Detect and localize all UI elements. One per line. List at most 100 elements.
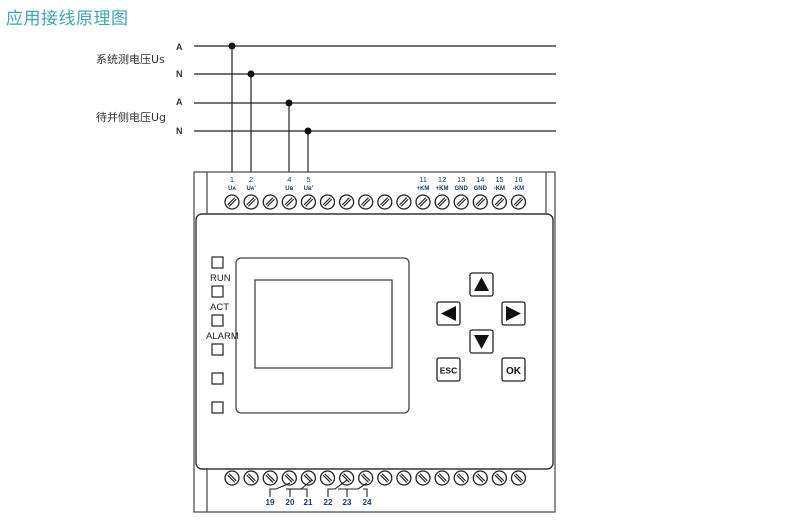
- screw-icon: [358, 470, 374, 486]
- terminal-top-8: [358, 194, 374, 210]
- screw-icon: [338, 470, 355, 486]
- terminal-bottom-1: [224, 470, 240, 486]
- terminal-function: Uʙ: [285, 186, 293, 192]
- led-indicator: [211, 401, 224, 414]
- terminal-bottom-11: [415, 470, 431, 486]
- relay-terminal-label: 24: [363, 498, 372, 507]
- terminal-number: 1: [230, 175, 234, 184]
- svg-text:OK: OK: [506, 366, 522, 377]
- terminal-bottom-15: [491, 470, 508, 486]
- terminal-number: 2: [249, 175, 253, 184]
- relay-terminal-label: 22: [324, 498, 333, 507]
- led-indicator: [211, 372, 224, 385]
- screw-icon: [300, 470, 317, 486]
- screw-icon: [510, 194, 527, 210]
- relay-terminal-label: 21: [304, 498, 313, 507]
- down-button[interactable]: [469, 329, 494, 354]
- terminal-top-2: [243, 194, 259, 210]
- terminal-top-12: [434, 194, 450, 210]
- screw-icon: [434, 194, 450, 210]
- lcd-screen: [254, 279, 393, 369]
- terminal-bottom-16: [510, 470, 527, 486]
- junction-dot: [247, 70, 255, 78]
- terminal-number: 13: [457, 175, 465, 184]
- terminal-function: +KM: [417, 186, 430, 192]
- screw-icon: [281, 470, 297, 486]
- terminal-function: GND: [474, 186, 488, 192]
- screw-icon: [224, 470, 240, 486]
- terminal-function: +KM: [436, 186, 449, 192]
- terminal-number: 14: [476, 175, 484, 184]
- terminal-top-11: [415, 194, 431, 210]
- relay-contacts: [269, 479, 368, 497]
- led-label-act: ACT: [210, 302, 229, 313]
- terminal-function: Uᴀ': [246, 186, 256, 192]
- screw-icon: [415, 194, 431, 210]
- terminal-function: Uʙ': [304, 186, 314, 192]
- screw-icon: [396, 194, 412, 210]
- svg-text:ESC: ESC: [440, 366, 457, 376]
- terminal-top-14: [472, 194, 488, 210]
- line-label-n1: N: [176, 69, 183, 79]
- terminal-top-16: [510, 194, 527, 210]
- up-arrow-icon: [474, 277, 489, 291]
- terminal-bottom-8: [358, 470, 374, 486]
- led-indicator: [211, 285, 224, 298]
- relay-terminal-label: 23: [343, 498, 352, 507]
- system-voltage-label: 系统测电压Us: [96, 53, 165, 66]
- ok-button[interactable]: OK: [501, 357, 526, 382]
- terminal-top-1: [224, 194, 240, 210]
- terminal-number: 15: [495, 175, 503, 184]
- relay-terminal-label: 20: [286, 498, 295, 507]
- terminal-top-7: [338, 194, 355, 210]
- screw-icon: [396, 470, 412, 486]
- right-arrow-icon: [506, 306, 521, 321]
- screw-icon: [510, 470, 527, 486]
- screw-icon: [319, 194, 336, 210]
- led-indicator: [211, 314, 224, 327]
- left-arrow-icon: [441, 306, 456, 321]
- junction-dot: [285, 99, 293, 107]
- screw-icon: [319, 470, 336, 486]
- right-button[interactable]: [501, 301, 526, 326]
- esc-button[interactable]: ESC: [436, 357, 461, 382]
- terminal-bottom-13: [453, 470, 469, 486]
- up-button[interactable]: [469, 272, 494, 297]
- screw-icon: [472, 194, 488, 210]
- terminal-bottom-10: [396, 470, 412, 486]
- screw-icon: [338, 194, 355, 210]
- screw-icon: [358, 194, 374, 210]
- down-arrow-icon: [474, 335, 489, 349]
- screw-icon: [224, 194, 240, 210]
- terminal-top-13: [453, 194, 469, 210]
- device-housing: [193, 171, 556, 513]
- screw-icon: [491, 194, 508, 210]
- terminal-bottom-14: [472, 470, 488, 486]
- terminal-function: -KM: [494, 186, 505, 192]
- diagram-title: 应用接线原理图: [6, 9, 129, 29]
- screw-icon: [243, 470, 259, 486]
- left-button[interactable]: [436, 301, 461, 326]
- terminal-bottom-4: [281, 470, 297, 486]
- screw-icon: [300, 194, 317, 210]
- relay-terminal-label: 19: [266, 498, 275, 507]
- led-indicator: [211, 256, 224, 269]
- terminal-top-4: [281, 194, 297, 210]
- screw-icon: [262, 194, 278, 210]
- led-label-run: RUN: [210, 273, 231, 284]
- terminal-number: 16: [514, 175, 522, 184]
- screw-icon: [491, 470, 508, 486]
- screw-icon: [453, 470, 469, 486]
- junction-dot: [304, 127, 312, 135]
- led-indicator: [211, 343, 224, 356]
- terminal-top-6: [319, 194, 336, 210]
- screw-icon: [434, 470, 450, 486]
- screw-icon: [377, 470, 393, 486]
- terminal-bottom-12: [434, 470, 450, 486]
- terminal-function: -KM: [513, 186, 524, 192]
- terminal-top-15: [491, 194, 508, 210]
- terminal-bottom-6: [319, 470, 336, 486]
- terminal-number: 11: [419, 175, 427, 184]
- screw-icon: [281, 194, 297, 210]
- terminal-top-9: [377, 194, 393, 210]
